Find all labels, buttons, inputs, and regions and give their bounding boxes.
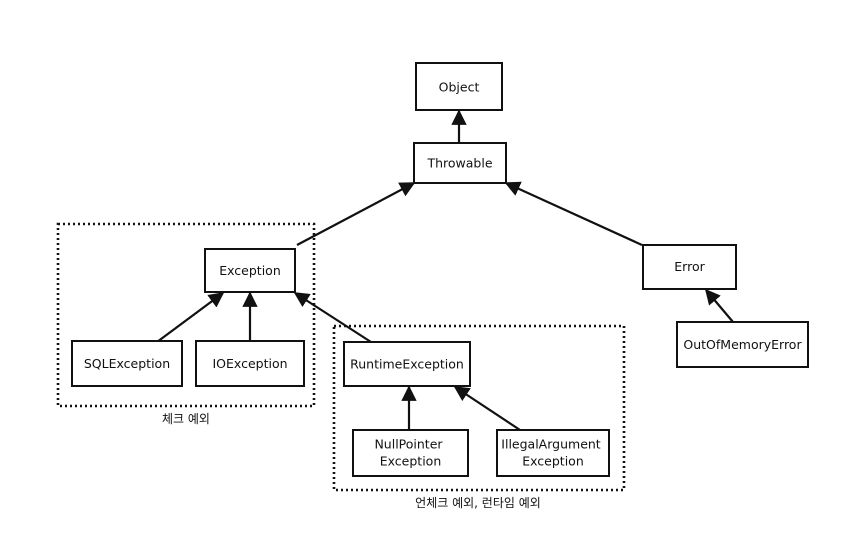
sqlexception-node: SQLException: [71, 340, 183, 387]
arrow-sqlexception-to-exception: [156, 292, 225, 343]
arrow-outofmemory-to-error: [705, 288, 734, 323]
arrow-illegalargument-to-runtime: [453, 386, 521, 431]
exception-node: Exception: [204, 248, 296, 293]
object-node: Object: [415, 62, 503, 111]
runtimeexception-node: RuntimeException: [343, 341, 471, 387]
ioexception-node: IOException: [195, 340, 305, 387]
nullpointerexception-line-2: Exception: [380, 454, 442, 469]
arrow-error-to-throwable: [504, 181, 643, 247]
object-label: Object: [439, 80, 480, 95]
error-node: Error: [642, 244, 737, 290]
unchecked-exception-label: 언체크 예외, 런타임 예외: [415, 496, 541, 510]
throwable-node: Throwable: [413, 142, 507, 184]
outofmemoryerror-label: OutOfMemoryError: [683, 337, 802, 352]
inheritance-arrows: [156, 109, 734, 431]
checked-exception-label: 체크 예외: [162, 412, 210, 426]
runtimeexception-label: RuntimeException: [350, 357, 464, 372]
illegalargumentexception-line-1: IllegalArgument: [501, 437, 601, 452]
illegalargumentexception-label: IllegalArgument Exception: [501, 437, 604, 469]
nullpointerexception-node: NullPointer Exception: [352, 429, 469, 477]
throwable-label: Throwable: [426, 156, 492, 171]
outofmemoryerror-node: OutOfMemoryError: [676, 321, 809, 368]
nullpointerexception-line-1: NullPointer: [374, 437, 443, 452]
illegalargumentexception-node: IllegalArgument Exception: [496, 429, 610, 477]
checked-exception-group: [56, 222, 316, 408]
unchecked-exception-group: [332, 324, 626, 492]
error-label: Error: [674, 259, 705, 274]
arrow-runtimeexception-to-exception: [293, 292, 372, 343]
illegalargumentexception-line-2: Exception: [522, 454, 584, 469]
exception-label: Exception: [219, 263, 281, 278]
ioexception-label: IOException: [212, 356, 287, 371]
sqlexception-label: SQLException: [84, 356, 170, 371]
nullpointerexception-label: NullPointer Exception: [374, 437, 446, 469]
arrow-exception-to-throwable: [296, 182, 416, 246]
